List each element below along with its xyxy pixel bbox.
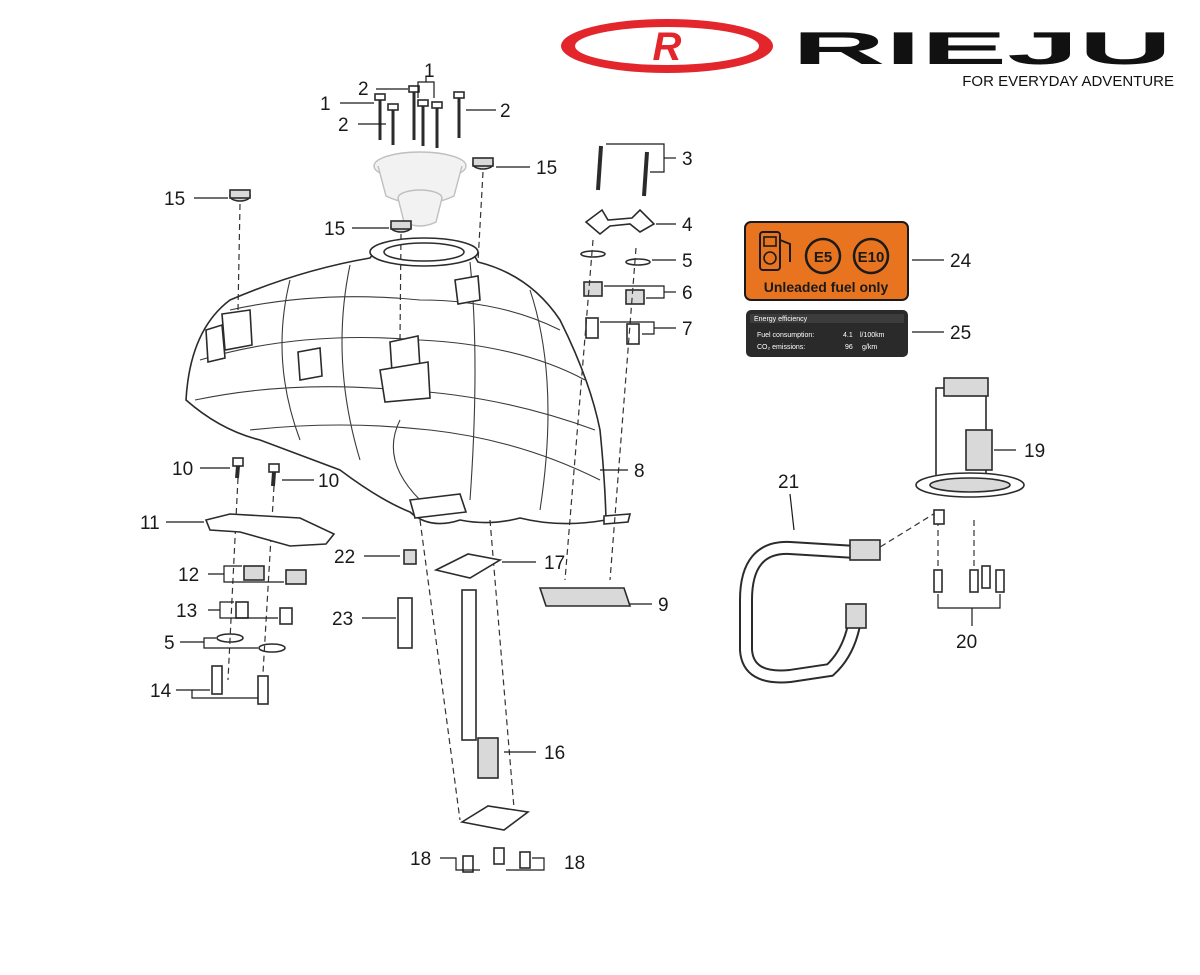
callout-3: 3 <box>682 149 693 170</box>
fuel-pump-icon <box>759 231 791 271</box>
bolt-14 <box>211 665 269 705</box>
callout-10: 10 <box>318 471 339 492</box>
callout-7: 7 <box>682 319 693 340</box>
callout-12: 12 <box>178 565 199 586</box>
drain-hose <box>397 597 413 649</box>
callout-25: 25 <box>950 323 971 344</box>
callout-4: 4 <box>682 215 693 236</box>
callout-10: 10 <box>172 459 193 480</box>
grommet <box>583 281 645 305</box>
fuel-pump <box>915 377 1025 525</box>
callout-17: 17 <box>544 553 565 574</box>
callout-2: 2 <box>500 101 511 122</box>
cap-bolts <box>374 85 465 148</box>
logo-letter: R <box>653 25 682 69</box>
fuel-label-text: Unleaded fuel only <box>764 279 889 295</box>
e5-badge: E5 <box>814 249 832 266</box>
callout-18: 18 <box>564 853 585 874</box>
callout-5: 5 <box>164 633 175 654</box>
efficiency-title: Energy efficiency <box>754 316 808 323</box>
fuel-tank <box>185 237 632 525</box>
fuel-hose <box>739 539 881 684</box>
callout-13: 13 <box>176 601 197 622</box>
fuel-warning-label: E5 E10 Unleaded fuel only <box>744 221 909 301</box>
callout-20: 20 <box>956 632 977 653</box>
pump-screws <box>933 565 1005 593</box>
spacer <box>235 601 293 625</box>
callout-21: 21 <box>778 472 799 493</box>
rieju-logo: R RIEJU FOR EVERYDAY ADVENTURE <box>561 19 1174 90</box>
fuel-level-sender <box>459 589 531 831</box>
callout-14: 14 <box>150 681 172 702</box>
assembly-lines <box>227 171 975 821</box>
logo-wordmark: RIEJU <box>792 22 1172 74</box>
energy-efficiency-label: Energy efficiency Fuel consumption: 4.1 … <box>746 310 908 357</box>
e10-badge-circle <box>852 237 890 275</box>
callout-18: 18 <box>410 849 431 870</box>
callout-16: 16 <box>544 743 565 764</box>
fuel-consumption-label: Fuel consumption: <box>757 332 814 339</box>
callout-15: 15 <box>536 158 557 179</box>
e10-badge: E10 <box>858 249 885 266</box>
callout-24: 24 <box>950 251 972 272</box>
leader-lines <box>166 76 1016 871</box>
callout-11: 11 <box>140 513 160 534</box>
gasket <box>433 553 503 579</box>
callout-1: 1 <box>424 61 435 82</box>
bolt-10 <box>232 457 280 487</box>
valve <box>403 549 417 565</box>
callout-22: 22 <box>334 547 355 568</box>
callout-19: 19 <box>1024 441 1045 462</box>
callout-2: 2 <box>338 115 349 136</box>
fuel-consumption-value: 4.1 <box>843 332 853 339</box>
rubber-washer <box>229 157 494 233</box>
fuel-cap <box>373 151 467 227</box>
callout-numbers: 1 1 2 2 2 3 4 5 6 7 8 9 10 10 11 12 13 5… <box>140 61 1045 874</box>
callout-15: 15 <box>164 189 185 210</box>
support-plate <box>204 513 336 547</box>
bracket <box>584 208 656 236</box>
mounting-bolts <box>596 145 649 197</box>
e5-badge-circle <box>804 237 842 275</box>
callout-9: 9 <box>658 595 669 616</box>
logo-oval-inner <box>575 27 759 65</box>
callout-1: 1 <box>320 94 331 115</box>
callout-8: 8 <box>634 461 645 482</box>
co2-emissions-unit: g/km <box>862 344 877 351</box>
efficiency-title-bar <box>750 314 904 323</box>
rubber-pad <box>538 587 632 607</box>
rubber-mount <box>243 565 307 585</box>
logo-tagline: FOR EVERYDAY ADVENTURE <box>962 73 1174 90</box>
co2-emissions-label: CO₂ emissions: <box>757 344 805 351</box>
callout-6: 6 <box>682 283 693 304</box>
fuel-consumption-unit: l/100km <box>860 332 885 339</box>
callout-23: 23 <box>332 609 353 630</box>
callout-5: 5 <box>682 251 693 272</box>
callout-2: 2 <box>358 79 369 100</box>
callout-15: 15 <box>324 219 345 240</box>
screw-18 <box>462 847 531 873</box>
co2-emissions-value: 96 <box>845 344 853 351</box>
